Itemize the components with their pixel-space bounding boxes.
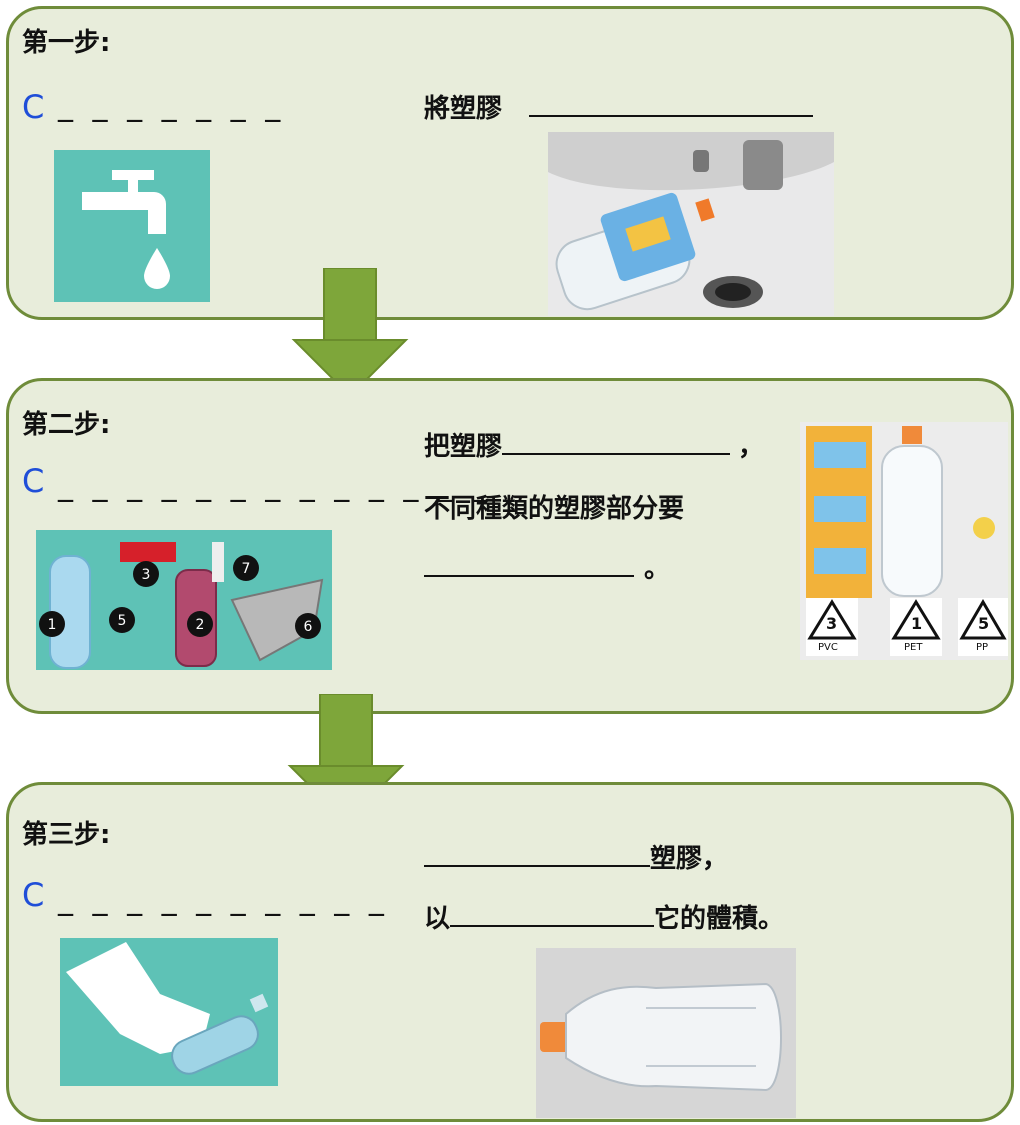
recycle-code-pp-label: PP bbox=[976, 642, 989, 653]
step-2-fill-blank-1[interactable] bbox=[502, 431, 731, 455]
step-3-fill-blank-1[interactable] bbox=[424, 843, 650, 867]
step-3-line-2: 以 它的體積。 bbox=[424, 898, 784, 935]
tap-water-drop-icon bbox=[54, 150, 210, 302]
svg-text:6: 6 bbox=[304, 619, 313, 635]
svg-text:2: 2 bbox=[196, 617, 205, 633]
step-3-line-1-suffix: 塑膠， bbox=[650, 844, 729, 874]
recycle-code-badge-3: 3 bbox=[133, 561, 159, 587]
down-arrow-icon bbox=[291, 268, 409, 398]
step-3-line-1: 塑膠， bbox=[424, 838, 728, 875]
recycle-code-badge-1: 1 bbox=[39, 611, 65, 637]
step-3-line-2-prefix: 以 bbox=[424, 904, 451, 934]
step-1-fill-blank[interactable] bbox=[529, 93, 814, 117]
recycle-code-pet-label: PET bbox=[904, 642, 923, 653]
recycle-code-pvc: 3 PVC bbox=[806, 598, 858, 656]
step-1-answer-blank[interactable]: _ _ _ _ _ _ _ bbox=[58, 88, 286, 123]
recycle-code-badge-6: 6 bbox=[295, 613, 321, 639]
step-2-c-label: C bbox=[22, 462, 45, 500]
step-3-line-2-suffix: 它的體積。 bbox=[654, 904, 785, 934]
svg-text:7: 7 bbox=[242, 561, 251, 577]
recycle-code-pp: 5 PP bbox=[958, 598, 1008, 656]
step-2-fill-blank-2[interactable] bbox=[424, 553, 634, 577]
recycle-code-badge-2: 2 bbox=[187, 611, 213, 637]
recycle-code-pet: 1 PET bbox=[890, 598, 942, 656]
step-1-sentence: 將塑膠 bbox=[424, 88, 814, 125]
recycle-code-badge-7: 7 bbox=[233, 555, 259, 581]
step-3-fill-blank-2[interactable] bbox=[450, 903, 655, 927]
crushed-bottle-photo bbox=[536, 948, 796, 1118]
sink-bottle-photo bbox=[548, 132, 834, 316]
step-2-answer-blank[interactable]: _ _ _ _ _ _ _ _ _ _ _ _ _ bbox=[58, 468, 493, 503]
recycle-code-pvc-label: PVC bbox=[818, 642, 838, 653]
boot-crushing-bottle-icon bbox=[60, 938, 278, 1086]
recycle-code-pet-number: 1 bbox=[911, 614, 923, 633]
recycle-code-badge-5: 5 bbox=[109, 607, 135, 633]
step-3-c-label: C bbox=[22, 876, 45, 914]
recycle-code-pvc-number: 3 bbox=[826, 614, 838, 633]
step-1-title: 第一步: bbox=[22, 28, 111, 58]
svg-text:5: 5 bbox=[118, 613, 127, 629]
step-2-line-3-suffix: 。 bbox=[644, 554, 671, 584]
svg-text:3: 3 bbox=[142, 567, 151, 583]
recycle-code-pp-number: 5 bbox=[978, 614, 990, 633]
step-2-line-1: 把塑膠 ， bbox=[424, 426, 764, 463]
step-1-c-label: C bbox=[22, 88, 45, 126]
step-2-line-2: 不同種類的塑膠部分要 bbox=[424, 494, 685, 524]
step-2-title: 第二步: bbox=[22, 410, 111, 440]
step-1-sentence-prefix: 將塑膠 bbox=[424, 94, 503, 124]
step-2-line-3: 。 bbox=[424, 548, 670, 585]
plastic-types-illustration: 1 5 3 2 7 6 bbox=[36, 530, 332, 670]
step-2-line-1-prefix: 把塑膠 bbox=[424, 432, 503, 462]
step-2-line-1-suffix: ， bbox=[738, 432, 765, 462]
svg-text:1: 1 bbox=[48, 617, 57, 633]
step-3-answer-blank[interactable]: _ _ _ _ _ _ _ _ _ _ bbox=[58, 882, 389, 917]
step-3-title: 第三步: bbox=[22, 820, 111, 850]
